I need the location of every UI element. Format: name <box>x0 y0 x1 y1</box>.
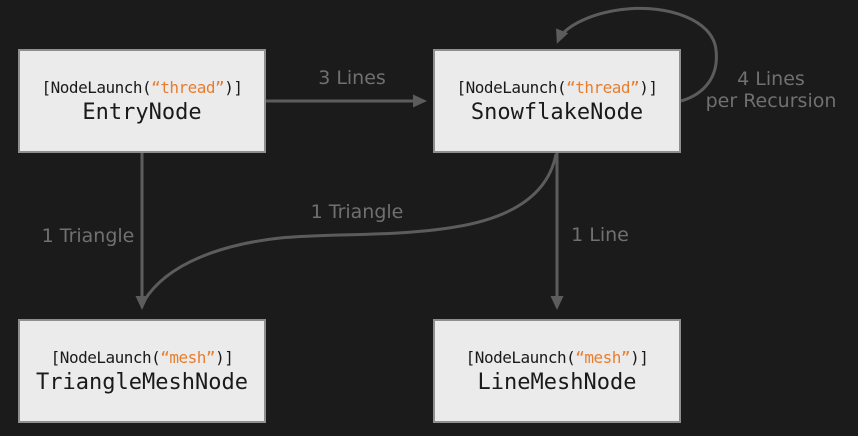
node-launch-attribute: [NodeLaunch(“thread”)] <box>457 78 658 97</box>
node-launch-attribute: [NodeLaunch(“mesh”)] <box>51 348 234 367</box>
launch-suffix: )] <box>215 347 234 367</box>
node-title: LineMeshNode <box>477 369 637 395</box>
edge-snowflake-self-loop <box>556 6 718 103</box>
edge-label-1-line: 1 Line <box>571 224 629 246</box>
edge-label-3-lines: 3 Lines <box>318 67 386 89</box>
launch-prefix: [NodeLaunch( <box>465 347 576 367</box>
launch-arg-string: “mesh” <box>575 347 631 367</box>
launch-prefix: [NodeLaunch( <box>41 77 152 97</box>
node-launch-attribute: [NodeLaunch(“thread”)] <box>42 78 243 97</box>
launch-prefix: [NodeLaunch( <box>50 347 161 367</box>
edge-label-1-triangle-left: 1 Triangle <box>41 225 135 247</box>
node-snowflake: [NodeLaunch(“thread”)] SnowflakeNode <box>433 49 681 153</box>
launch-suffix: )] <box>639 77 658 97</box>
launch-arg-string: “thread” <box>566 77 640 97</box>
launch-suffix: )] <box>630 347 649 367</box>
launch-suffix: )] <box>224 77 243 97</box>
node-title: EntryNode <box>82 99 202 125</box>
launch-arg-string: “thread” <box>151 77 225 97</box>
launch-arg-string: “mesh” <box>160 347 216 367</box>
launch-prefix: [NodeLaunch( <box>456 77 567 97</box>
edge-label-line-1: 4 Lines <box>737 68 805 90</box>
edge-snowflake-to-triangle-mesh <box>142 153 558 302</box>
node-title: TriangleMeshNode <box>36 369 248 395</box>
node-title: SnowflakeNode <box>470 99 644 125</box>
node-entry: [NodeLaunch(“thread”)] EntryNode <box>18 49 266 153</box>
edge-label-4-lines-per-recursion: 4 Lines per Recursion <box>706 68 837 112</box>
node-triangle-mesh: [NodeLaunch(“mesh”)] TriangleMeshNode <box>18 319 266 423</box>
node-line-mesh: [NodeLaunch(“mesh”)] LineMeshNode <box>433 319 681 423</box>
edge-label-1-triangle-mid: 1 Triangle <box>310 201 404 223</box>
node-launch-attribute: [NodeLaunch(“mesh”)] <box>466 348 649 367</box>
edge-label-line-2: per Recursion <box>705 90 837 112</box>
